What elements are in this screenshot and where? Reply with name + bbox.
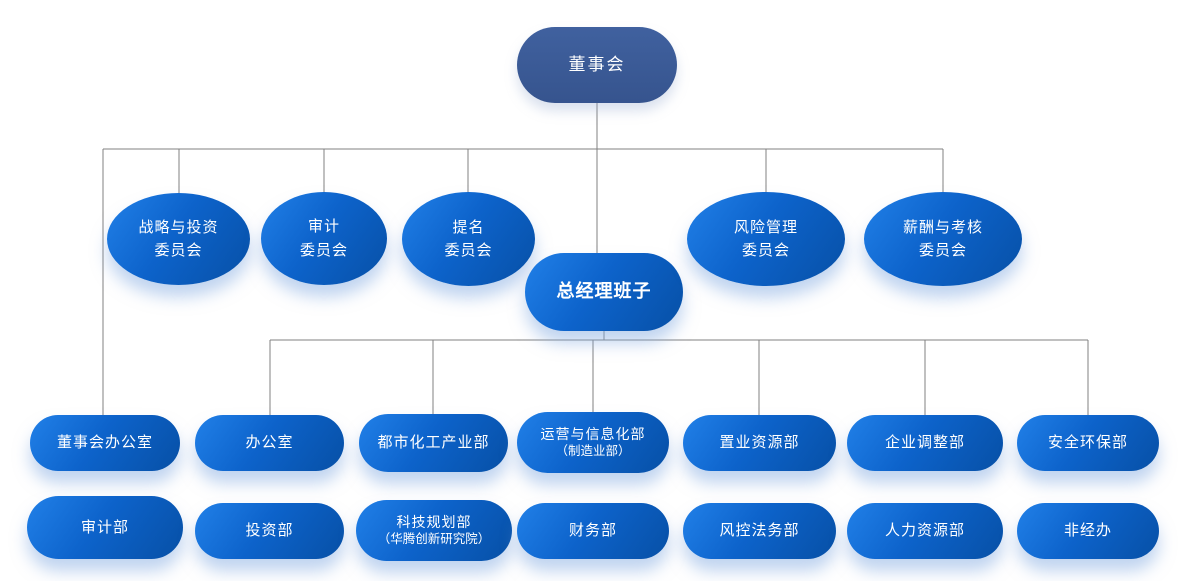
node-gm-team[interactable]: 总经理班子 <box>525 253 683 331</box>
node-compensation-committee[interactable]: 薪酬与考核 委员会 <box>864 192 1022 286</box>
node-safety-environment[interactable]: 安全环保部 <box>1017 415 1159 471</box>
node-strategy-committee[interactable]: 战略与投资 委员会 <box>107 193 250 285</box>
node-sublabel: （制造业部） <box>555 443 631 458</box>
node-sublabel: （华腾创新研究院） <box>377 531 491 546</box>
node-hr-dept[interactable]: 人力资源部 <box>847 503 1003 559</box>
node-label: 安全环保部 <box>1047 434 1128 452</box>
node-label: 风险管理 委员会 <box>733 218 798 259</box>
node-label: 审计 委员会 <box>299 218 348 259</box>
node-finance-dept[interactable]: 财务部 <box>517 503 669 559</box>
node-label: 提名 委员会 <box>444 218 493 259</box>
node-audit-committee[interactable]: 审计 委员会 <box>261 192 387 285</box>
node-label: 审计部 <box>80 518 129 536</box>
node-board-office[interactable]: 董事会办公室 <box>30 415 180 471</box>
node-audit-dept[interactable]: 审计部 <box>27 496 183 559</box>
node-label: 战略与投资 委员会 <box>138 218 219 259</box>
node-label: 非经办 <box>1063 522 1112 540</box>
node-operations-info[interactable]: 运营与信息化部 （制造业部） <box>517 412 669 473</box>
node-label: 投资部 <box>245 522 294 540</box>
node-risk-legal-dept[interactable]: 风控法务部 <box>683 503 836 559</box>
node-label: 薪酬与考核 委员会 <box>902 218 983 259</box>
node-property-resources[interactable]: 置业资源部 <box>683 415 836 471</box>
node-label: 办公室 <box>245 434 294 452</box>
node-label: 人力资源部 <box>884 522 965 540</box>
node-label: 置业资源部 <box>719 434 800 452</box>
node-label: 董事会 <box>568 54 626 74</box>
node-urban-chemical[interactable]: 都市化工产业部 <box>359 414 508 472</box>
node-label: 董事会办公室 <box>56 434 153 452</box>
node-non-operating-office[interactable]: 非经办 <box>1017 503 1159 559</box>
node-label: 总经理班子 <box>556 281 652 302</box>
node-risk-committee[interactable]: 风险管理 委员会 <box>687 192 845 286</box>
node-label: 企业调整部 <box>884 434 965 452</box>
node-board[interactable]: 董事会 <box>517 27 677 103</box>
node-investment-dept[interactable]: 投资部 <box>195 503 344 559</box>
node-label: 财务部 <box>568 522 617 540</box>
node-label: 风控法务部 <box>719 522 800 540</box>
node-label: 科技规划部 <box>396 513 472 530</box>
node-office[interactable]: 办公室 <box>195 415 344 471</box>
node-nomination-committee[interactable]: 提名 委员会 <box>402 192 535 286</box>
node-label: 运营与信息化部 <box>540 425 646 442</box>
node-enterprise-adjustment[interactable]: 企业调整部 <box>847 415 1003 471</box>
node-label: 都市化工产业部 <box>377 434 490 452</box>
node-tech-planning[interactable]: 科技规划部 （华腾创新研究院） <box>356 500 512 561</box>
